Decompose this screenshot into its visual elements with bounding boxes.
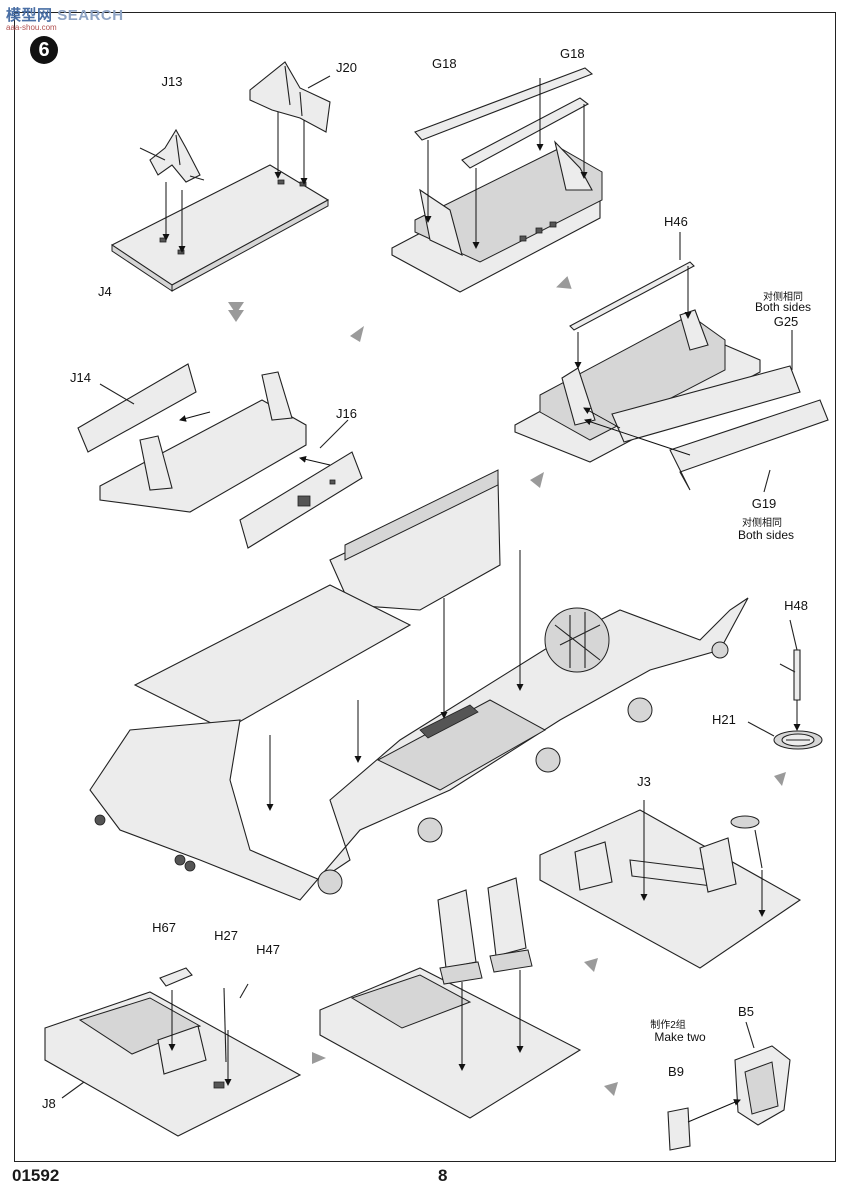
part-h27 — [223, 987, 227, 1063]
label-h67: H67 — [152, 920, 176, 935]
label-j20: J20 — [336, 60, 357, 75]
label-g18-left: G18 — [432, 56, 457, 71]
label-h27: H27 — [214, 928, 238, 943]
part-b5 — [734, 1045, 791, 1126]
floor-assembly-j8 — [44, 991, 302, 1137]
step-arrow — [228, 276, 786, 1096]
page-frame — [14, 12, 836, 1162]
floor-panel-j4 — [110, 164, 330, 292]
side-panel-g25 — [611, 365, 801, 443]
side-panel-g19 — [669, 399, 829, 491]
label-both-sides-cn-2: 对侧相同 — [742, 518, 782, 529]
part-h47 — [239, 983, 249, 999]
label-j3: J3 — [637, 774, 651, 789]
label-j14: J14 — [70, 370, 91, 385]
page-number: 8 — [438, 1166, 448, 1185]
part-b9 — [667, 1107, 691, 1151]
steering-wheel-h21 — [773, 730, 823, 750]
label-both-sides-1: Both sides — [754, 300, 812, 314]
label-g18-right: G18 — [560, 46, 585, 61]
part-h67 — [159, 967, 193, 987]
side-panel-g18-right — [461, 97, 590, 169]
label-g25: G25 — [773, 314, 799, 329]
label-h48: H48 — [784, 598, 808, 613]
label-make-two: Make two — [654, 1030, 706, 1044]
step-number-badge: 6 — [30, 36, 58, 64]
floor-assembly-j14-j16 — [77, 363, 363, 549]
side-panel-g18-left — [414, 67, 594, 141]
seat-j20 — [249, 61, 331, 133]
label-j4: J4 — [98, 284, 112, 299]
label-both-sides-cn-1: 对侧相同 — [763, 292, 803, 303]
steering-column-h48 — [779, 619, 801, 701]
label-h46: H46 — [664, 214, 688, 229]
label-h47: H47 — [256, 942, 280, 957]
label-j13: J13 — [161, 74, 183, 89]
chassis-main-assembly — [89, 469, 749, 901]
watermark-url: aaa-shou.com — [6, 23, 57, 32]
label-make-two-cn: 制作2组 — [650, 1020, 686, 1031]
label-b5: B5 — [738, 1004, 754, 1019]
rod-h46 — [569, 261, 695, 331]
label-j8: J8 — [42, 1096, 56, 1111]
label-g19: G19 — [751, 496, 777, 511]
label-b9: B9 — [668, 1064, 684, 1079]
product-code: 01592 — [12, 1166, 60, 1185]
label-h21: H21 — [712, 712, 736, 727]
label-j16: J16 — [336, 406, 357, 421]
seat-j13 — [139, 128, 205, 183]
watermark: 模型网 SEARCH — [6, 7, 124, 24]
floor-assembly-seats — [319, 877, 582, 1119]
floor-assembly-g18 — [391, 140, 603, 293]
label-both-sides-2: Both sides — [737, 528, 795, 542]
detail-assembly-j3 — [539, 809, 802, 969]
